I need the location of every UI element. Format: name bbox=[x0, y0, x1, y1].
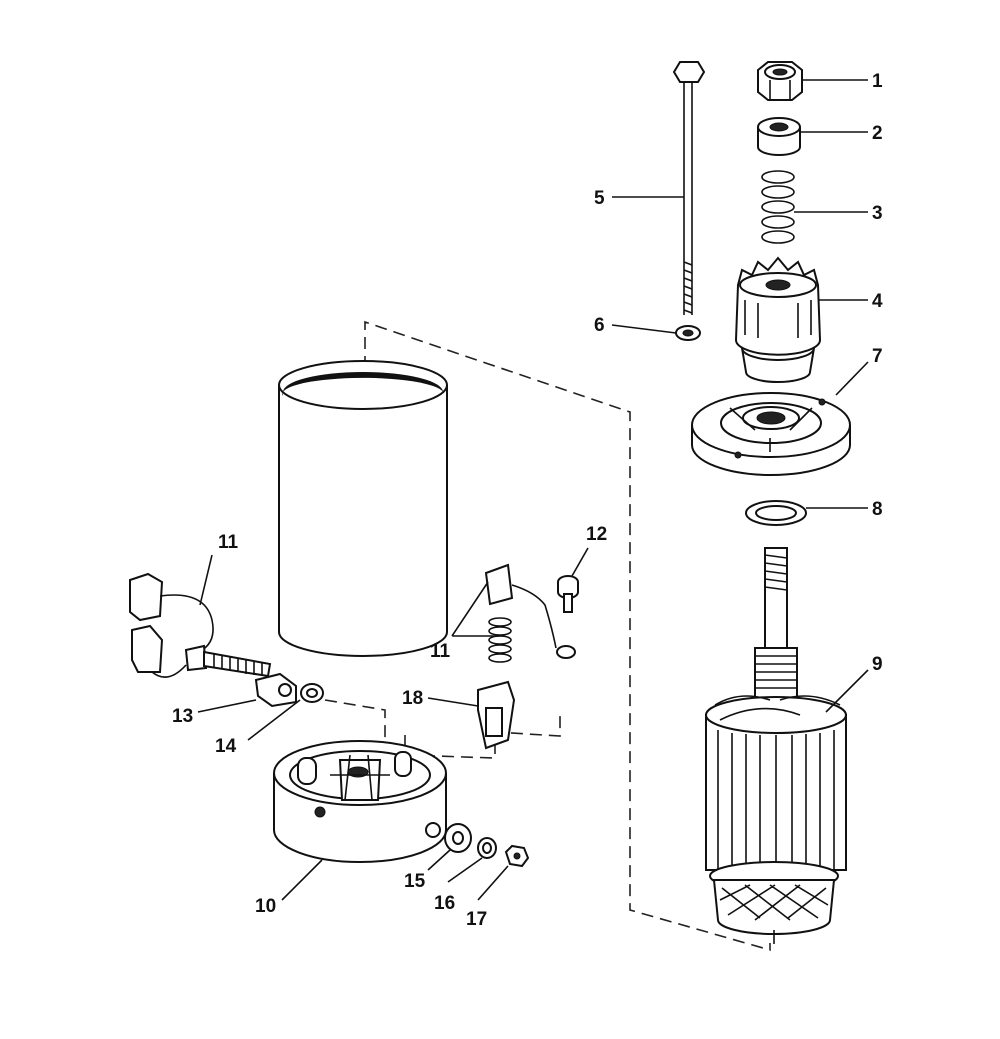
spacer-collar bbox=[757, 117, 801, 156]
callout-14: 14 bbox=[215, 736, 237, 757]
terminal-hardware bbox=[444, 823, 530, 868]
callout-5: 5 bbox=[594, 188, 605, 209]
callout-6: 6 bbox=[594, 315, 605, 336]
callout-17: 17 bbox=[466, 909, 487, 930]
terminal-insulator bbox=[254, 672, 297, 708]
callout-3: 3 bbox=[872, 203, 883, 224]
callout-15: 15 bbox=[404, 871, 426, 892]
callout-10: 10 bbox=[255, 896, 276, 917]
brush-holder bbox=[477, 680, 516, 750]
through-bolt bbox=[672, 61, 706, 315]
callout-16: 16 bbox=[434, 893, 455, 914]
callout-13: 13 bbox=[172, 706, 193, 727]
armature bbox=[705, 547, 847, 944]
commutator-end-head bbox=[273, 740, 447, 863]
callout-9: 9 bbox=[872, 654, 883, 675]
insulating-washer bbox=[300, 683, 324, 703]
callout-8: 8 bbox=[872, 499, 883, 520]
field-frame-housing bbox=[278, 360, 448, 657]
terminal-lead-assembly bbox=[129, 572, 272, 678]
drive-end-cap bbox=[691, 392, 851, 476]
callout-2: 2 bbox=[872, 123, 883, 144]
callout-11-brush: 11 bbox=[430, 641, 451, 662]
callout-7: 7 bbox=[872, 346, 883, 367]
callout-1: 1 bbox=[872, 71, 883, 92]
callout-labels: 1 2 3 4 5 6 7 8 9 10 11 11 12 13 14 15 1… bbox=[172, 71, 883, 930]
brush-and-spring bbox=[484, 563, 576, 663]
thrust-washer bbox=[745, 500, 807, 526]
callout-12: 12 bbox=[586, 524, 607, 545]
brush-screw bbox=[557, 575, 579, 613]
callout-4: 4 bbox=[872, 291, 883, 312]
pinion-nut bbox=[757, 61, 803, 101]
drive-pinion-gear bbox=[734, 256, 822, 383]
callout-18: 18 bbox=[402, 688, 423, 709]
drive-spring bbox=[761, 170, 795, 244]
bolt-washer bbox=[675, 325, 701, 341]
leader-lines bbox=[197, 79, 869, 901]
callout-11-terminal-lead: 11 bbox=[218, 532, 239, 553]
